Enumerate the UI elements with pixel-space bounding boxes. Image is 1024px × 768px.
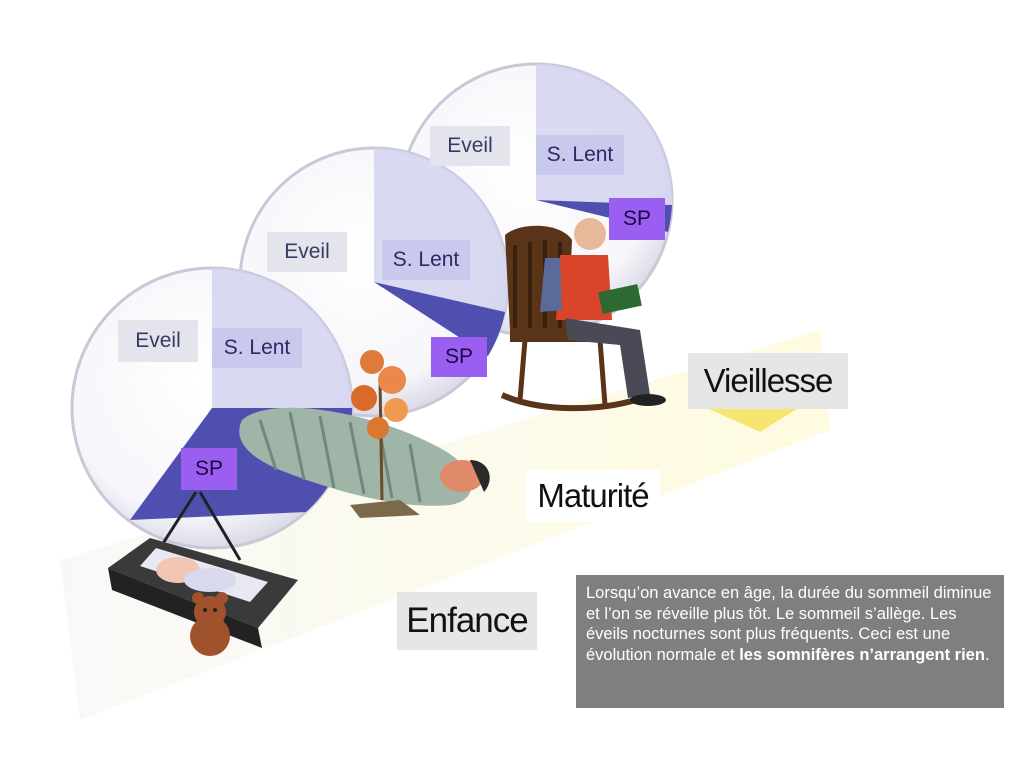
caption-box: Lorsqu’on avance en âge, la durée du som… xyxy=(576,575,1004,708)
sp-label-enfance: SP xyxy=(181,448,237,490)
stage-label-maturite: Maturité xyxy=(526,470,660,522)
autumn-tree xyxy=(351,350,408,501)
eveil-label-vieillesse: Eveil xyxy=(430,126,510,166)
caption-end: . xyxy=(984,645,990,664)
stage-label-enfance: Enfance xyxy=(397,592,537,650)
cradle-illustration xyxy=(108,491,298,656)
sp-label-maturite: SP xyxy=(431,337,487,377)
slow-sleep-label-maturite: S. Lent xyxy=(382,240,470,280)
sleeping-bag-illustration xyxy=(239,407,490,518)
slow-sleep-label-vieillesse: S. Lent xyxy=(536,135,624,175)
rocking-chair-illustration xyxy=(500,218,666,412)
sleep-clock-enfance xyxy=(70,266,354,550)
caption-bold-text: les somnifères n’arrangent rien xyxy=(739,645,985,664)
eveil-label-enfance: Eveil xyxy=(118,320,198,362)
sp-label-vieillesse: SP xyxy=(609,198,665,240)
caption-text: Lorsqu’on avance en âge, la durée du som… xyxy=(586,584,992,664)
stage-label-vieillesse: Vieillesse xyxy=(688,353,848,409)
slow-sleep-label-enfance: S. Lent xyxy=(212,328,302,368)
eveil-label-maturite: Eveil xyxy=(267,232,347,272)
